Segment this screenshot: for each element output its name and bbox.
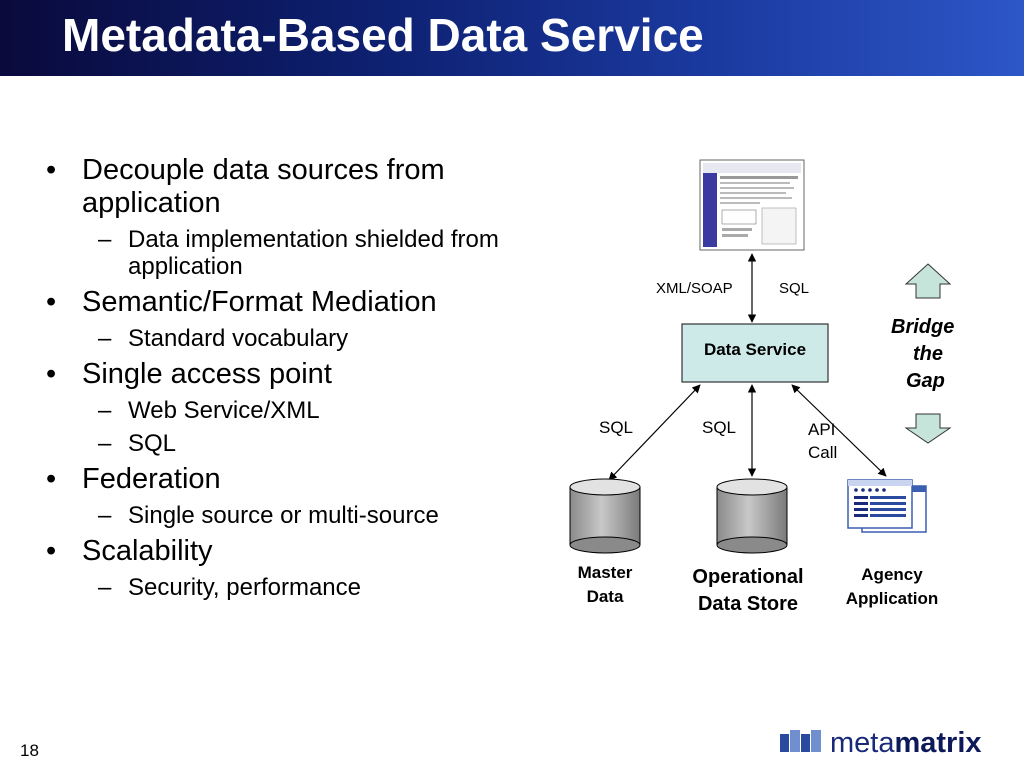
- sql-mid-label: SQL: [702, 418, 737, 437]
- sub-bullet-source: –Single source or multi-source: [98, 502, 439, 529]
- sub-bullet-text: Standard vocabulary: [128, 325, 349, 352]
- company-logo: metamatrix: [830, 727, 982, 760]
- application-window-icon: [847, 479, 927, 533]
- sub-bullet-text: SQL: [128, 430, 177, 457]
- data-service-box: [681, 323, 829, 383]
- data-service-label: Data Service: [703, 340, 807, 359]
- sql-top-label: SQL: [779, 280, 810, 297]
- master-data-label-2: Data: [586, 587, 624, 606]
- sub-bullet-vocabulary: –Standard vocabulary: [98, 325, 349, 352]
- sub-bullet-text: Single source or multi-source: [128, 502, 439, 529]
- page-number: 18: [20, 741, 39, 760]
- arrow-service-to-agency: [791, 384, 887, 477]
- sub-bullet-text: Data implementation shielded from applic…: [128, 226, 499, 280]
- sub-bullet-security: –Security, performance: [98, 574, 361, 601]
- bullet-scalability: •Scalability: [46, 535, 213, 567]
- arrow-service-to-master: [608, 384, 701, 481]
- ods-label-1: Operational: [692, 566, 804, 588]
- bullet-text: Decouple data sources from application: [82, 154, 445, 219]
- bullet-text: Semantic/Format Mediation: [82, 286, 437, 318]
- bullet-semantic: •Semantic/Format Mediation: [46, 286, 437, 318]
- bullet-list: •Decouple data sources from application …: [40, 148, 540, 601]
- api-call-label-2: Call: [808, 443, 838, 462]
- sub-bullet-text: Security, performance: [128, 574, 361, 601]
- master-data-label-1: Master: [577, 563, 633, 582]
- sub-bullet-sql: –SQL: [98, 430, 177, 457]
- sub-bullet-web-service: –Web Service/XML: [98, 397, 320, 424]
- master-data-cylinder-icon: [569, 478, 641, 554]
- bridge-label-3: Gap: [906, 370, 945, 392]
- bridge-label-1: Bridge: [891, 316, 955, 338]
- web-page-icon: [699, 159, 805, 251]
- slide-title: Metadata-Based Data Service: [62, 9, 704, 61]
- title-bar: Metadata-Based Data Service: [0, 0, 1024, 76]
- bullet-decouple: •Decouple data sources from application: [46, 154, 445, 219]
- bullet-text: Federation: [82, 463, 221, 495]
- agency-label-1: Agency: [861, 565, 923, 584]
- down-arrow-icon: [904, 413, 952, 444]
- metamatrix-logo-icon: [780, 730, 821, 752]
- logo-part-matrix: matrix: [894, 727, 982, 759]
- sub-bullet-text: Web Service/XML: [128, 397, 320, 424]
- sub-bullet-shielded: –Data implementation shielded from appli…: [98, 226, 499, 280]
- bullet-text: Scalability: [82, 535, 213, 567]
- up-arrow-icon: [904, 263, 952, 299]
- ods-cylinder-icon: [716, 478, 788, 554]
- xml-soap-label: XML/SOAP: [656, 280, 733, 297]
- api-call-label-1: API: [808, 420, 836, 439]
- bullet-federation: •Federation: [46, 463, 221, 495]
- agency-label-2: Application: [845, 589, 939, 608]
- ods-label-2: Data Store: [697, 593, 799, 615]
- logo-part-meta: meta: [830, 727, 895, 759]
- bridge-label-2: the: [913, 343, 943, 365]
- sql-left-label: SQL: [599, 418, 634, 437]
- bullet-access-point: •Single access point: [46, 358, 332, 390]
- bullet-text: Single access point: [82, 358, 332, 390]
